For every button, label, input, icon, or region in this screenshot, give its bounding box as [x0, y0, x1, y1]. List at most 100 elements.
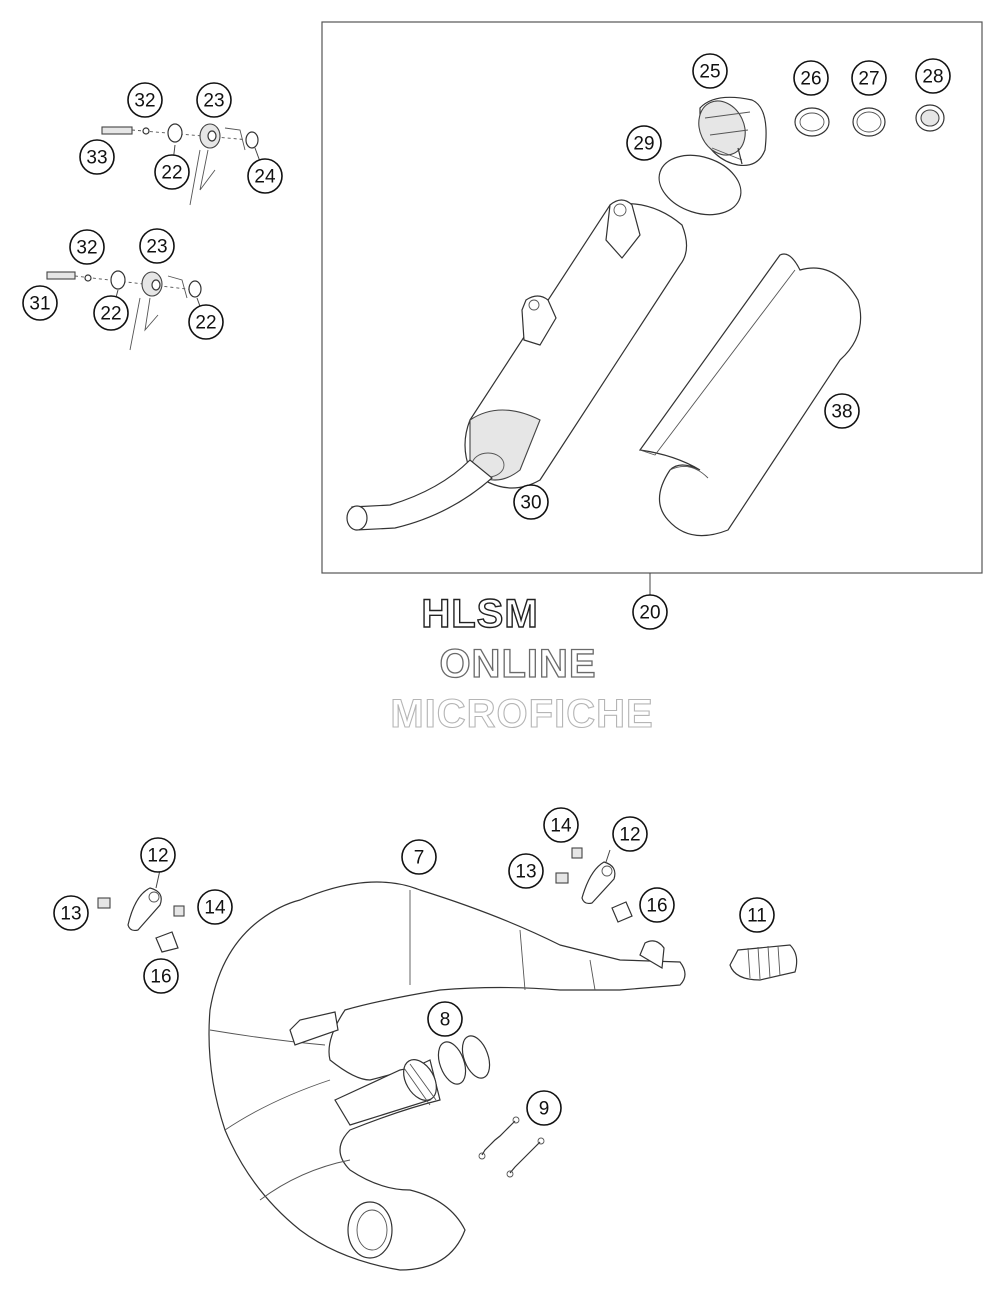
callout-number: 16 — [150, 967, 171, 988]
callout-28: 28 — [915, 58, 951, 94]
callout-22: 22 — [188, 304, 224, 340]
callout-circle — [139, 228, 175, 264]
callout-23: 23 — [196, 82, 232, 118]
callout-circle — [626, 125, 662, 161]
callout-circle — [851, 60, 887, 96]
callout-16: 16 — [639, 887, 675, 923]
spring-9a-part — [478, 1116, 520, 1160]
callout-number: 14 — [550, 816, 572, 837]
silencer-assembly-frame — [321, 21, 983, 574]
callout-32: 32 — [69, 229, 105, 265]
callout-number: 23 — [203, 91, 224, 112]
callout-30: 30 — [513, 484, 549, 520]
gasket-ring-29-part — [658, 154, 742, 216]
callout-circle — [824, 393, 860, 429]
callout-circle — [69, 229, 105, 265]
spring-9b-part — [506, 1137, 545, 1178]
callout-7: 7 — [401, 839, 437, 875]
callout-22: 22 — [93, 295, 129, 331]
callout-number: 12 — [619, 825, 640, 846]
callout-circle — [513, 484, 549, 520]
callout-14: 14 — [197, 889, 233, 925]
callout-circle — [79, 139, 115, 175]
callout-number: 20 — [639, 603, 660, 624]
ring-27-part — [852, 107, 886, 137]
callout-14: 14 — [543, 807, 579, 843]
bracket-hardware-right — [555, 847, 633, 923]
callout-12: 12 — [612, 816, 648, 852]
callout-circle — [140, 837, 176, 873]
callout-number: 27 — [858, 69, 879, 90]
callout-38: 38 — [824, 393, 860, 429]
callout-circle — [692, 53, 728, 89]
callout-circle — [427, 1001, 463, 1037]
callout-25: 25 — [692, 53, 728, 89]
callout-circle — [188, 304, 224, 340]
callout-circle — [154, 154, 190, 190]
callout-12: 12 — [140, 837, 176, 873]
callout-number: 22 — [100, 304, 121, 325]
callout-27: 27 — [851, 60, 887, 96]
callout-circle — [401, 839, 437, 875]
callout-number: 31 — [29, 294, 50, 315]
callout-circle — [543, 807, 579, 843]
callout-29: 29 — [626, 125, 662, 161]
callout-circle — [739, 897, 775, 933]
watermark-line-2: ONLINE — [439, 641, 597, 686]
end-cap-part — [698, 96, 767, 167]
callout-circle — [143, 958, 179, 994]
seal-sleeve-part — [729, 944, 798, 981]
callout-number: 13 — [60, 904, 81, 925]
callout-number: 32 — [134, 91, 155, 112]
callout-number: 22 — [161, 163, 182, 184]
callout-number: 26 — [800, 69, 821, 90]
callout-26: 26 — [793, 60, 829, 96]
callout-number: 22 — [195, 313, 216, 334]
callout-circle — [612, 816, 648, 852]
silencer-wrap-part — [638, 253, 862, 537]
callout-circle — [53, 895, 89, 931]
callout-circle — [93, 295, 129, 331]
callout-11: 11 — [739, 897, 775, 933]
callout-number: 28 — [922, 67, 943, 88]
callout-31: 31 — [22, 285, 58, 321]
callout-8: 8 — [427, 1001, 463, 1037]
o-ring-8b-part — [461, 1035, 491, 1079]
callout-number: 7 — [414, 848, 425, 869]
callout-24: 24 — [247, 158, 283, 194]
callout-number: 29 — [633, 134, 654, 155]
callout-number: 16 — [646, 896, 667, 917]
callout-9: 9 — [526, 1090, 562, 1126]
ring-26-part — [794, 107, 830, 137]
callout-13: 13 — [508, 853, 544, 889]
callout-20: 20 — [632, 594, 668, 630]
callout-number: 32 — [76, 238, 97, 259]
watermark-line-3: MICROFICHE — [390, 691, 654, 736]
callout-circle — [127, 82, 163, 118]
callout-16: 16 — [143, 958, 179, 994]
bracket-hardware-left — [97, 887, 185, 953]
exhaust-pipe-part — [208, 881, 686, 1271]
callout-33: 33 — [79, 139, 115, 175]
callout-22: 22 — [154, 154, 190, 190]
callout-number: 25 — [699, 62, 720, 83]
callout-circle — [247, 158, 283, 194]
callout-circle — [793, 60, 829, 96]
ring-28-part — [915, 104, 945, 132]
callout-circle — [196, 82, 232, 118]
callout-number: 8 — [440, 1010, 451, 1031]
callout-circle — [632, 594, 668, 630]
callout-number: 33 — [86, 148, 107, 169]
callout-circle — [526, 1090, 562, 1126]
callout-32: 32 — [127, 82, 163, 118]
callout-number: 11 — [747, 906, 767, 927]
callout-circle — [639, 887, 675, 923]
callout-number: 14 — [204, 898, 226, 919]
silencer-body-part — [346, 199, 688, 531]
callout-number: 30 — [520, 493, 541, 514]
bracket-mount-upper — [101, 123, 259, 206]
callout-circle — [508, 853, 544, 889]
callout-number: 23 — [146, 237, 167, 258]
